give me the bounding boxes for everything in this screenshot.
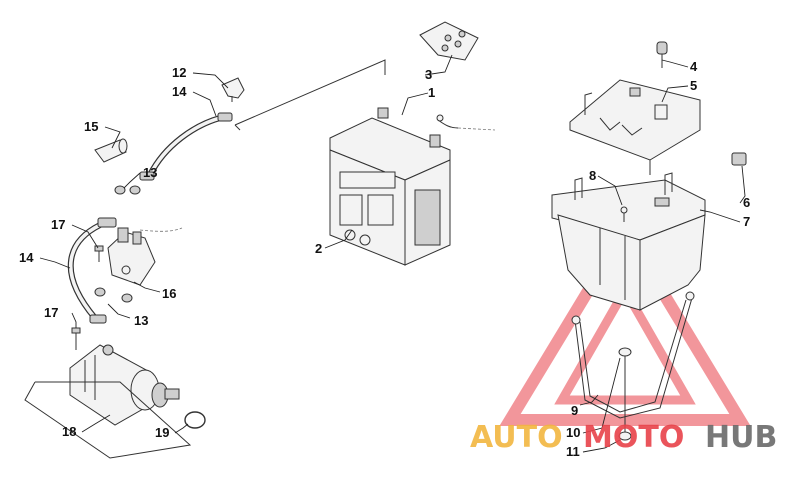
battery-lead xyxy=(436,114,496,131)
callout-16: 16 xyxy=(162,286,176,301)
battery-box-cover xyxy=(569,79,701,175)
starter-motor xyxy=(69,344,180,426)
latch-part xyxy=(656,41,668,68)
watermark-logo: AUTO MOTO HUB xyxy=(470,420,777,455)
callout-8: 8 xyxy=(589,168,596,183)
callout-9: 9 xyxy=(571,403,578,418)
clip-part xyxy=(731,152,747,166)
nut-parts xyxy=(94,185,141,303)
callout-19: 19 xyxy=(155,425,169,440)
callout-5: 5 xyxy=(690,78,697,93)
terminal-boot xyxy=(94,138,128,163)
callout-3: 3 xyxy=(425,67,432,82)
watermark-moto: MOTO xyxy=(583,420,684,455)
callout-1: 1 xyxy=(428,85,435,100)
cable-terminal xyxy=(221,77,245,102)
watermark-hub: HUB xyxy=(705,420,777,455)
callout-10: 10 xyxy=(566,425,580,440)
callout-14-lower: 14 xyxy=(19,250,34,265)
watermark-auto: AUTO xyxy=(470,420,563,455)
battery-box xyxy=(551,172,706,311)
callout-4: 4 xyxy=(690,59,698,74)
hardware-kit xyxy=(419,21,479,61)
starter-solenoid xyxy=(107,227,183,286)
callout-14-upper: 14 xyxy=(172,84,187,99)
battery-strap xyxy=(571,291,695,419)
leader-lines xyxy=(39,54,746,453)
o-ring-part xyxy=(184,411,206,429)
callout-13-lower: 13 xyxy=(134,313,148,328)
starter-assembly-bracket xyxy=(24,381,192,459)
callout-13-upper: 13 xyxy=(143,165,157,180)
callout-17-lower: 17 xyxy=(44,305,58,320)
callout-11: 11 xyxy=(566,444,580,459)
washer-part xyxy=(618,347,632,441)
connector-guide-tick xyxy=(234,124,241,131)
callout-6: 6 xyxy=(743,195,750,210)
upper-cable xyxy=(139,112,233,181)
callout-17-upper: 17 xyxy=(51,217,65,232)
callout-labels: 1 2 3 4 5 6 7 8 9 10 11 12 14 15 13 16 1… xyxy=(19,59,750,459)
connector-guide-line xyxy=(234,59,386,126)
callout-15: 15 xyxy=(84,119,98,134)
callout-18: 18 xyxy=(62,424,76,439)
bolt-parts xyxy=(71,245,104,350)
lower-cable xyxy=(67,217,117,324)
callout-2: 2 xyxy=(315,241,322,256)
callout-7: 7 xyxy=(743,214,750,229)
callout-12: 12 xyxy=(172,65,186,80)
battery xyxy=(329,107,451,266)
screw-part-8 xyxy=(620,206,628,222)
